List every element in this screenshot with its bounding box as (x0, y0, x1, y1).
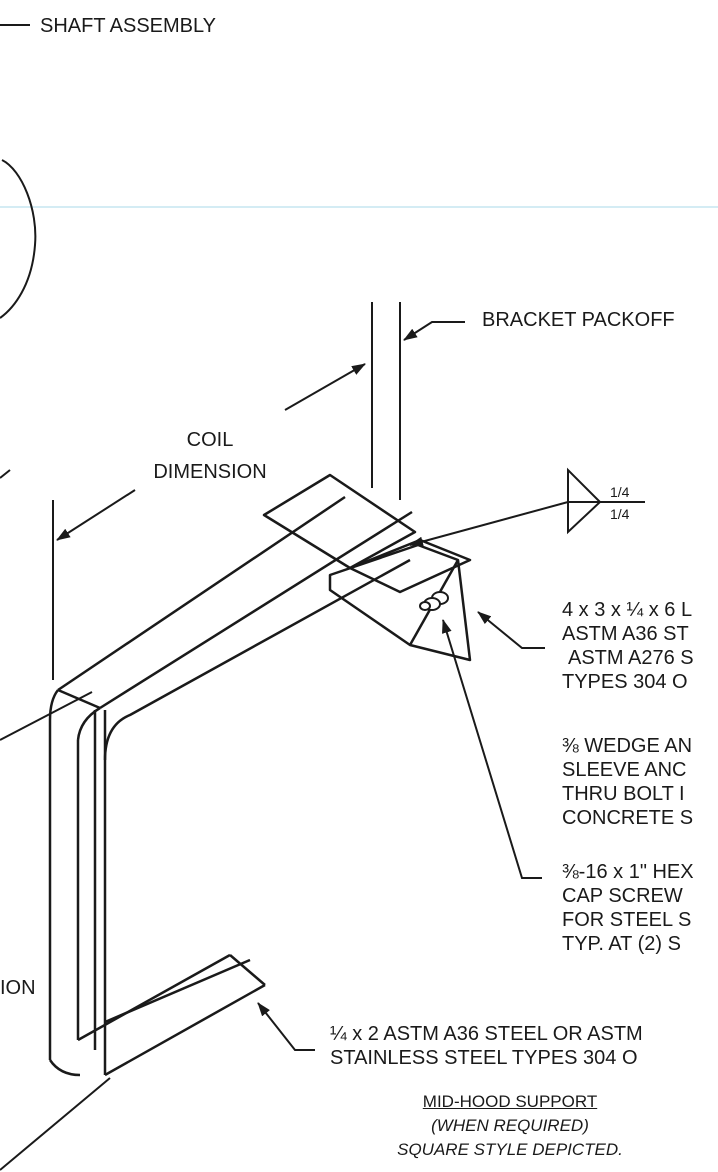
callout-leaders (0, 611, 545, 1171)
angle-callout-line-1: 4 x 3 x ¼ x 6 L (562, 599, 693, 621)
coil-dimension-line-2: DIMENSION (153, 461, 267, 483)
shaft-assembly-label: SHAFT ASSEMBLY (40, 15, 216, 37)
anchor-callout: ⅜ WEDGE AN SLEEVE ANC THRU BOLT I CONCRE… (562, 734, 693, 830)
bracket-packoff-dimension (284, 302, 465, 500)
weld-size-top: 1/4 (610, 484, 630, 500)
angle-callout-line-2: ASTM A36 ST (562, 623, 689, 645)
caption-when-required: (WHEN REQUIRED) (431, 1116, 589, 1135)
coil-dimension (52, 489, 136, 680)
angle-callout: 4 x 3 x ¼ x 6 L ASTM A36 ST ASTM A276 S … (562, 598, 694, 694)
caption-style: SQUARE STYLE DEPICTED. (397, 1140, 623, 1159)
left-tick (0, 469, 11, 479)
anchor-callout-line-3: THRU BOLT I (562, 783, 685, 805)
anchor-callout-line-1: ⅜ WEDGE AN (562, 735, 693, 757)
caption-title: MID-HOOD SUPPORT (422, 1092, 598, 1111)
anchor-callout-line-2: SLEEVE ANC (562, 759, 687, 781)
left-partial-label: ION (0, 977, 36, 999)
bracket-body (48, 473, 472, 1077)
anchor-callout-line-4: CONCRETE S (562, 807, 694, 829)
screw-callout-line-1: ⅜-16 x 1" HEX (562, 861, 694, 883)
plate-callout-line-2: STAINLESS STEEL TYPES 304 O (330, 1047, 638, 1069)
screw-callout-line-4: TYP. AT (2) S (562, 933, 681, 955)
coil-dimension-label: COIL DIMENSION (130, 428, 290, 484)
angle-callout-line-3: ASTM A276 S (568, 647, 694, 669)
bracket-packoff-label: BRACKET PACKOFF (482, 309, 675, 331)
plate-callout: ¼ x 2 ASTM A36 STEEL OR ASTM STAINLESS S… (330, 1022, 643, 1070)
drawing-caption: MID-HOOD SUPPORT (WHEN REQUIRED) SQUARE … (350, 1092, 670, 1160)
weld-size-bottom: 1/4 (610, 506, 630, 522)
shaft-loop-curve (0, 159, 37, 319)
anchor-bolt (419, 591, 449, 611)
screw-callout: ⅜-16 x 1" HEX CAP SCREW FOR STEEL S TYP.… (562, 860, 694, 956)
angle-callout-line-4: TYPES 304 O (562, 671, 688, 693)
screw-callout-line-3: FOR STEEL S (562, 909, 692, 931)
coil-dimension-line-1: COIL (186, 429, 234, 451)
plate-callout-line-1: ¼ x 2 ASTM A36 STEEL OR ASTM (330, 1023, 643, 1045)
screw-callout-line-2: CAP SCREW (562, 885, 683, 907)
weld-symbol (409, 467, 645, 547)
